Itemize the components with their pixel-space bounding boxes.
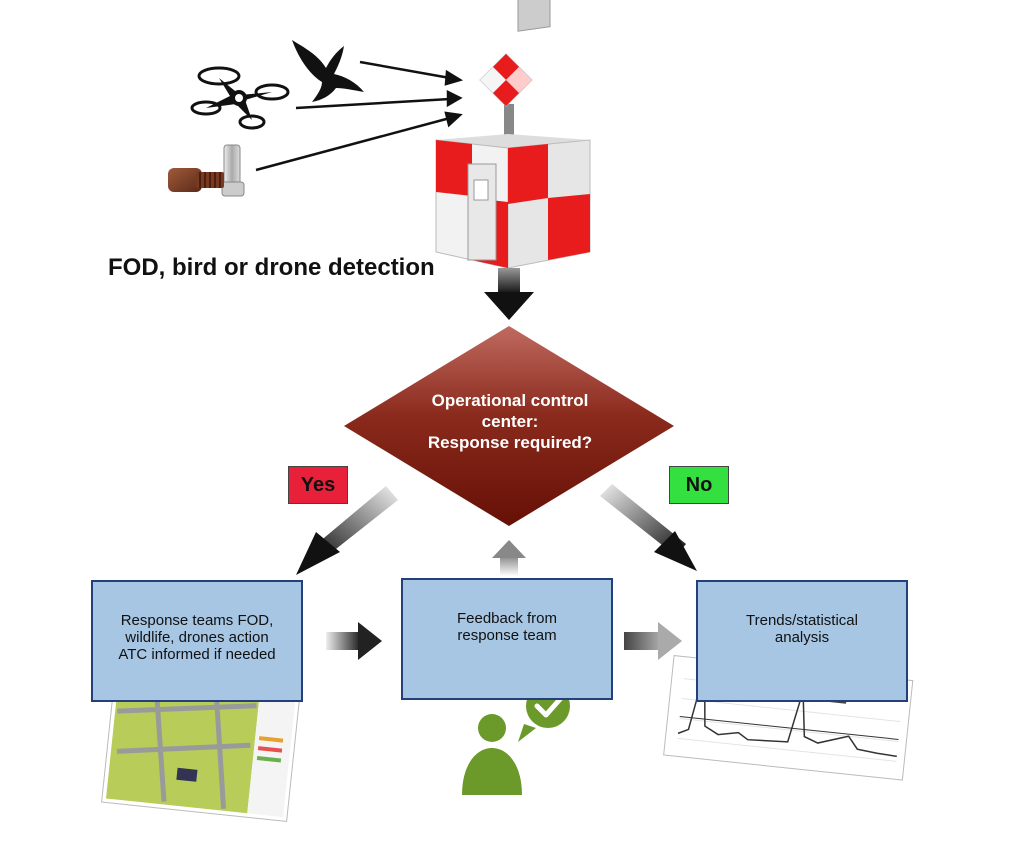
decision-line-1: Operational control [431,391,589,410]
trends-line-2: analysis [774,629,830,646]
person-check-icon [462,684,570,795]
feedback-box: Feedback from response team [401,578,613,700]
response-teams-box: Response teams FOD, wildlife, drones act… [91,580,303,702]
feedback-line-2: response team [457,627,557,644]
response-line-3: ATC informed if needed [118,646,276,663]
arrow-yes [296,486,398,575]
bolt-icon [168,144,245,197]
trends-box: Trends/statistical analysis [696,580,908,702]
arrow-middle-to-right [624,622,682,660]
detection-arrows [255,60,464,172]
detection-label: FOD, bird or drone detection [108,254,435,281]
arrow-down [484,268,534,320]
decision-line-3: Response required? [427,433,593,452]
bird-icon [292,40,364,102]
arrow-no [600,484,697,571]
arrow-left-to-middle [326,622,382,660]
response-line-2: wildlife, drones action [125,629,269,646]
yes-label: Yes [288,466,348,504]
no-label: No [669,466,729,504]
trends-line-1: Trends/statistical [746,612,858,629]
feedback-line-1: Feedback from [456,610,558,627]
sensor-unit-icon [435,0,591,269]
decision-text: Operational control center: Response req… [380,390,640,453]
response-line-1: Response teams FOD, [120,612,274,629]
drone-icon [190,66,290,130]
arrow-up [492,540,526,576]
decision-line-2: center: [481,412,539,431]
map-thumbnail [101,670,301,823]
decision-diamond [344,326,674,526]
